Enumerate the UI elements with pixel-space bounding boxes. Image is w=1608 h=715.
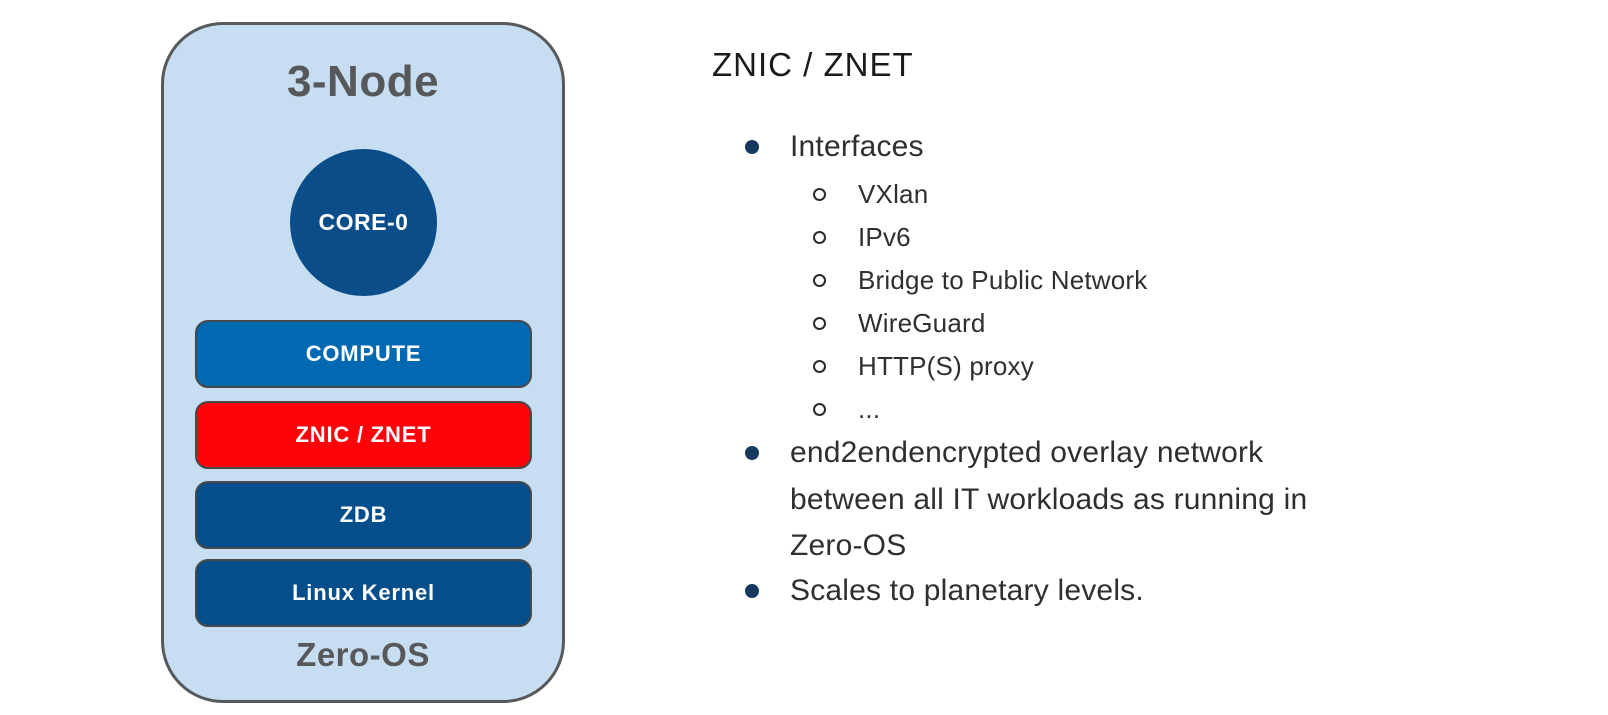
list-item-label: VXlan bbox=[858, 178, 929, 209]
diagram-title: 3-Node bbox=[286, 57, 440, 106]
core-node-circle: CORE-0 bbox=[290, 149, 437, 296]
core-node-label: CORE-0 bbox=[318, 209, 409, 235]
layer-compute-label: COMPUTE bbox=[305, 341, 422, 366]
layer-znic-znet: ZNIC / ZNET bbox=[195, 401, 532, 469]
content-heading: ZNIC / ZNET bbox=[712, 46, 914, 83]
layer-zdb: ZDB bbox=[195, 481, 532, 549]
layer-compute: COMPUTE bbox=[195, 320, 532, 388]
list-item-label: Interfaces bbox=[790, 130, 924, 163]
list-item-https-proxy: HTTP(S) proxy bbox=[813, 345, 1034, 387]
list-item-label: HTTP(S) proxy bbox=[858, 350, 1034, 381]
list-item-label: Bridge to Public Network bbox=[858, 264, 1148, 295]
bullet-circle-icon bbox=[813, 359, 826, 373]
bullet-circle-icon bbox=[813, 230, 826, 244]
list-item-overlay-network: end2endencrypted overlay network between… bbox=[745, 430, 1390, 570]
list-item-vxlan: VXlan bbox=[813, 173, 928, 215]
node-diagram-panel: 3-Node CORE-0 COMPUTE ZNIC / ZNET ZDB Li… bbox=[161, 22, 565, 703]
list-item-wireguard: WireGuard bbox=[813, 302, 986, 344]
bullet-dot-icon bbox=[745, 584, 759, 598]
list-item-interfaces: Interfaces bbox=[745, 126, 924, 168]
list-item-ipv6: IPv6 bbox=[813, 216, 911, 258]
list-item-label: ... bbox=[858, 393, 881, 424]
list-item-label: IPv6 bbox=[858, 221, 911, 252]
list-item-bridge-to-public-network: Bridge to Public Network bbox=[813, 259, 1147, 301]
bullet-dot-icon bbox=[745, 140, 759, 154]
bullet-circle-icon bbox=[813, 187, 826, 201]
list-item-scales: Scales to planetary levels. bbox=[745, 569, 1144, 613]
list-item-ellipsis: ... bbox=[813, 388, 880, 430]
layer-zdb-label: ZDB bbox=[339, 502, 388, 527]
bullet-circle-icon bbox=[813, 316, 826, 330]
zero-os-label: Zero-OS bbox=[296, 636, 430, 673]
list-item-label: Scales to planetary levels. bbox=[790, 574, 1144, 607]
bullet-circle-icon bbox=[813, 273, 826, 287]
list-item-label: end2endencrypted overlay network between… bbox=[790, 436, 1308, 562]
bullet-dot-icon bbox=[745, 446, 759, 460]
layer-znic-znet-label: ZNIC / ZNET bbox=[295, 422, 432, 447]
layer-linux-kernel: Linux Kernel bbox=[195, 559, 532, 627]
list-item-label: WireGuard bbox=[858, 307, 986, 338]
layer-linux-kernel-label: Linux Kernel bbox=[292, 580, 435, 605]
bullet-circle-icon bbox=[813, 402, 826, 416]
